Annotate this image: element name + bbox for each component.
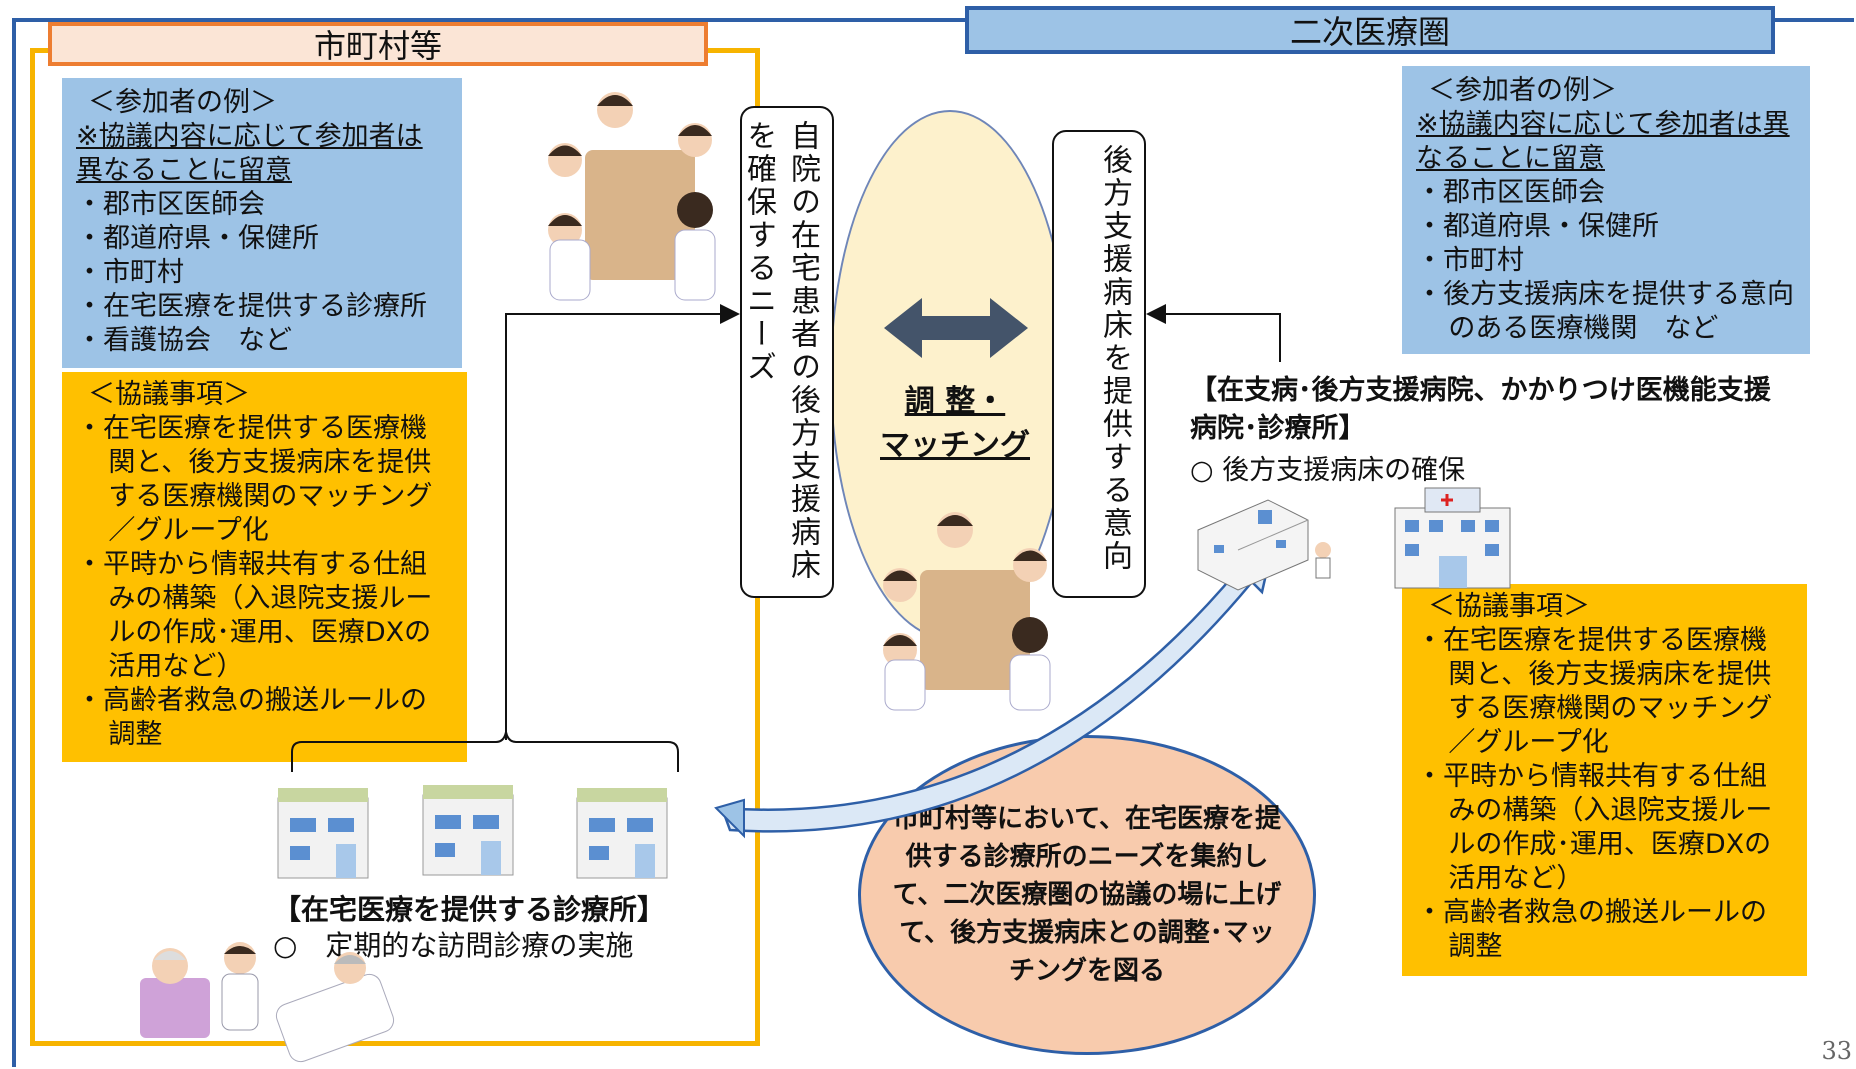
hospital-title: 【在支病･後方支援病院、かかりつけ医機能支援病院･診療所】 (1190, 375, 1771, 444)
needs-box: 自院の在宅患者の後方支援病床を確保するニーズ (740, 106, 834, 598)
clinic-building-icon (576, 788, 668, 879)
hospital-item: ○ 後方支援病床の確保 (1190, 455, 1466, 486)
hospital-building-icon (1197, 499, 1331, 591)
matching-label-line1: 調 整・ (904, 384, 1006, 419)
list-item: ・後方支援病床を提供する意向のある医療機関 など (1416, 279, 1794, 344)
clinic-building-icon (277, 788, 369, 879)
secondary-participants-note: ※協議内容に応じて参加者は異なることに留意 (1416, 109, 1790, 174)
page-number: 33 (1821, 1037, 1852, 1065)
meeting-illustration-icon (883, 512, 1051, 711)
muni-participants-heading: ＜参加者の例＞ (88, 87, 277, 118)
list-item: ・高齢者救急の搬送ルールの調整 (76, 685, 427, 750)
clinics-bracket (291, 731, 679, 772)
clinic-item: ○ 定期的な訪問診療の実施 (273, 929, 634, 962)
muni-participants-note: ※協議内容に応じて参加者は異なることに留意 (76, 121, 423, 186)
matching-label-line2: マッチング (880, 428, 1030, 463)
curved-arrow (714, 546, 1274, 839)
list-item: ・市町村 (1416, 245, 1524, 276)
list-item: ・都道府県・保健所 (1416, 211, 1659, 242)
list-item: ・在宅医療を提供する医療機関と、後方支援病床を提供する医療機関のマッチング／グル… (76, 413, 433, 546)
list-item: ・市町村 (76, 257, 184, 288)
matching-label: 調 整・ マッチング (860, 380, 1050, 468)
list-item: ・高齢者救急の搬送ルールの調整 (1416, 897, 1767, 962)
clinic-building-icon (422, 785, 514, 876)
list-item: ・看護協会 など (76, 325, 292, 356)
muni-topics-box: ＜協議事項＞ ・在宅医療を提供する医療機関と、後方支援病床を提供する医療機関のマ… (62, 372, 467, 762)
home-visit-illustration-icon (140, 942, 395, 1063)
secondary-participants-heading: ＜参加者の例＞ (1428, 75, 1617, 106)
muni-participants-box: ＜参加者の例＞ ※協議内容に応じて参加者は異なることに留意 ・郡市区医師会 ・都… (62, 78, 462, 368)
list-item: ・郡市区医師会 (1416, 177, 1605, 208)
secondary-participants-box: ＜参加者の例＞ ※協議内容に応じて参加者は異なることに留意 ・郡市区医師会 ・都… (1402, 66, 1810, 354)
municipality-title: 市町村等 (48, 22, 708, 66)
summary-text: 市町村等において、在宅医療を提供する診療所のニーズを集約して、二次医療圏の協議の… (892, 804, 1282, 986)
list-item: ・平時から情報共有する仕組みの構築（入退院支援ルールの作成･運用、医療DXの活用… (1416, 761, 1773, 894)
hospital-building-icon (1394, 487, 1511, 589)
list-item: ・在宅医療を提供する診療所 (76, 291, 427, 322)
double-arrow-icon (884, 298, 1028, 358)
muni-topics-heading: ＜協議事項＞ (88, 379, 250, 410)
list-item: ・平時から情報共有する仕組みの構築（入退院支援ルールの作成･運用、医療DXの活用… (76, 549, 433, 682)
secondary-topics-box: ＜協議事項＞ ・在宅医療を提供する医療機関と、後方支援病床を提供する医療機関のマ… (1402, 584, 1807, 976)
intent-box: 後方支援病床を提供する意向 (1052, 130, 1146, 598)
needs-arrow (505, 304, 740, 740)
secondary-area-title: 二次医療圏 (965, 6, 1775, 54)
secondary-topics-heading: ＜協議事項＞ (1428, 591, 1590, 622)
list-item: ・都道府県・保健所 (76, 223, 319, 254)
clinic-title: 【在宅医療を提供する診療所】 (273, 893, 666, 926)
secondary-area-frame (12, 18, 1854, 1067)
list-item: ・在宅医療を提供する医療機関と、後方支援病床を提供する医療機関のマッチング／グル… (1416, 625, 1773, 758)
meeting-illustration-icon (548, 92, 716, 301)
intent-arrow (1146, 304, 1281, 362)
list-item: ・郡市区医師会 (76, 189, 265, 220)
